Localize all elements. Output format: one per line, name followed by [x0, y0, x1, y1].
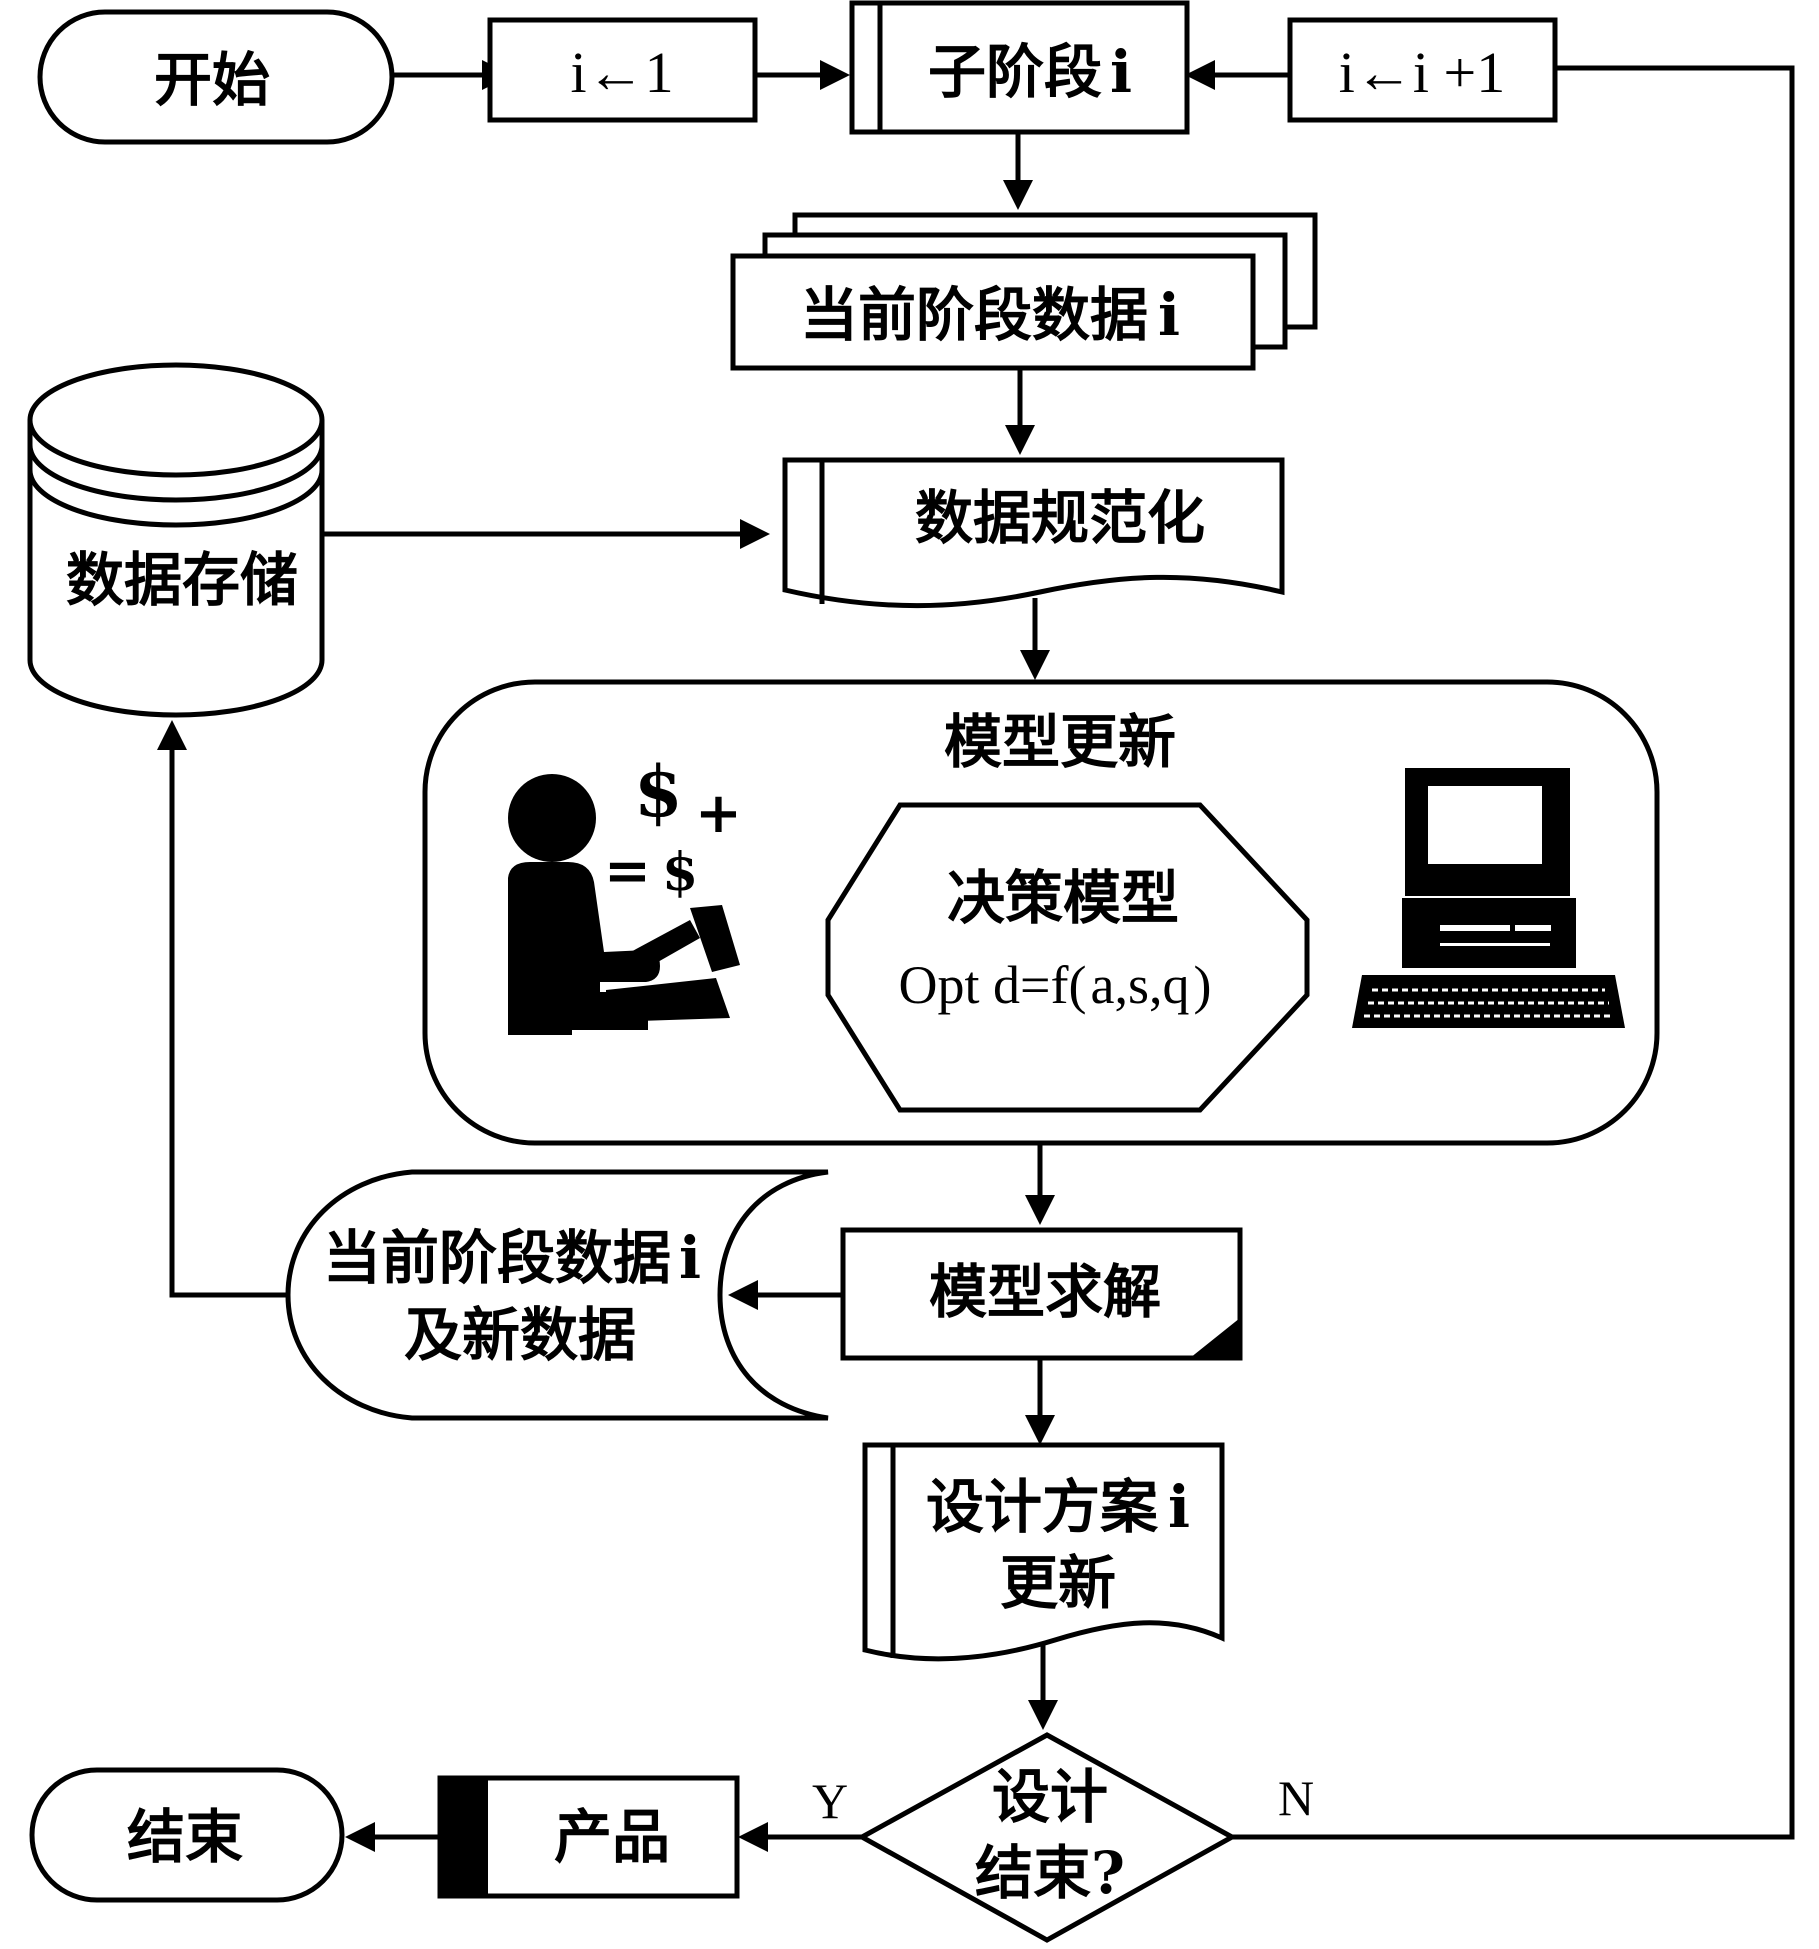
storage-node: 数据存储 [27, 362, 325, 718]
decision-model-formula: Opt d=f(a,s,q) [899, 955, 1212, 1015]
arrow-plan-decision [1028, 1700, 1058, 1730]
arrow-init-substage [820, 60, 850, 90]
design-plan-line2: 更新 [1000, 1549, 1116, 1617]
edge-newdata-storage [169, 750, 288, 1298]
start-node: 开始 [37, 9, 395, 145]
decision-line2: 结束? [975, 1839, 1125, 1907]
edge-decision-increment [1232, 65, 1795, 1840]
money-bottom: $ [662, 842, 698, 903]
product-label: 产品 [554, 1803, 670, 1871]
model-update-node: 模型更新 决策模型 Opt d=f(a,s,q) $ + = $ [422, 679, 1660, 1146]
end-node: 结束 [29, 1767, 345, 1903]
arrow-substage-data [1003, 180, 1033, 210]
arrow-normalize-model [1020, 650, 1050, 680]
edge-label-no: N [1278, 1770, 1314, 1826]
arrow-increment-substage [1185, 60, 1215, 90]
arrow-storage-normalize [740, 519, 770, 549]
normalize-node: 数据规范化 [782, 457, 1285, 609]
product-node: 产品 [437, 1775, 740, 1899]
decision-model-node: 决策模型 Opt d=f(a,s,q) [825, 802, 1310, 1113]
solve-node: 模型求解 [840, 1227, 1243, 1361]
decision-line1: 设计 [992, 1763, 1108, 1831]
money-top: $ [634, 750, 683, 833]
computer-icon [1352, 768, 1625, 1028]
edge-label-yes: Y [812, 1773, 848, 1829]
decision-model-title: 决策模型 [947, 864, 1179, 932]
increment-label: i←i +1 [1339, 40, 1505, 105]
start-label: 开始 [154, 46, 270, 114]
end-label: 结束 [127, 1803, 243, 1871]
increment-node: i←i +1 [1287, 17, 1558, 123]
arrow-product-end [345, 1822, 375, 1852]
init-node: i←1 [487, 17, 758, 123]
arrow-decision-product [738, 1822, 768, 1852]
arrow-data-normalize [1005, 425, 1035, 455]
arrow-newdata-storage [157, 720, 187, 750]
decision-node: 设计 结束? [856, 1732, 1238, 1943]
normalize-label: 数据规范化 [915, 484, 1205, 552]
plus-sign: + [695, 780, 742, 846]
arrow-solve-newdata [728, 1280, 758, 1310]
storage-label: 数据存储 [66, 546, 298, 614]
model-update-title: 模型更新 [944, 708, 1176, 776]
equals-sign: = [604, 838, 651, 904]
arrow-model-solve [1025, 1195, 1055, 1225]
solve-label: 模型求解 [929, 1258, 1161, 1326]
init-label: i←1 [570, 40, 673, 105]
arrow-solve-plan [1025, 1415, 1055, 1445]
person-desk-icon: $ + = $ [508, 750, 742, 1035]
connectors [157, 60, 1795, 1852]
new-data-line2: 及新数据 [404, 1301, 636, 1369]
